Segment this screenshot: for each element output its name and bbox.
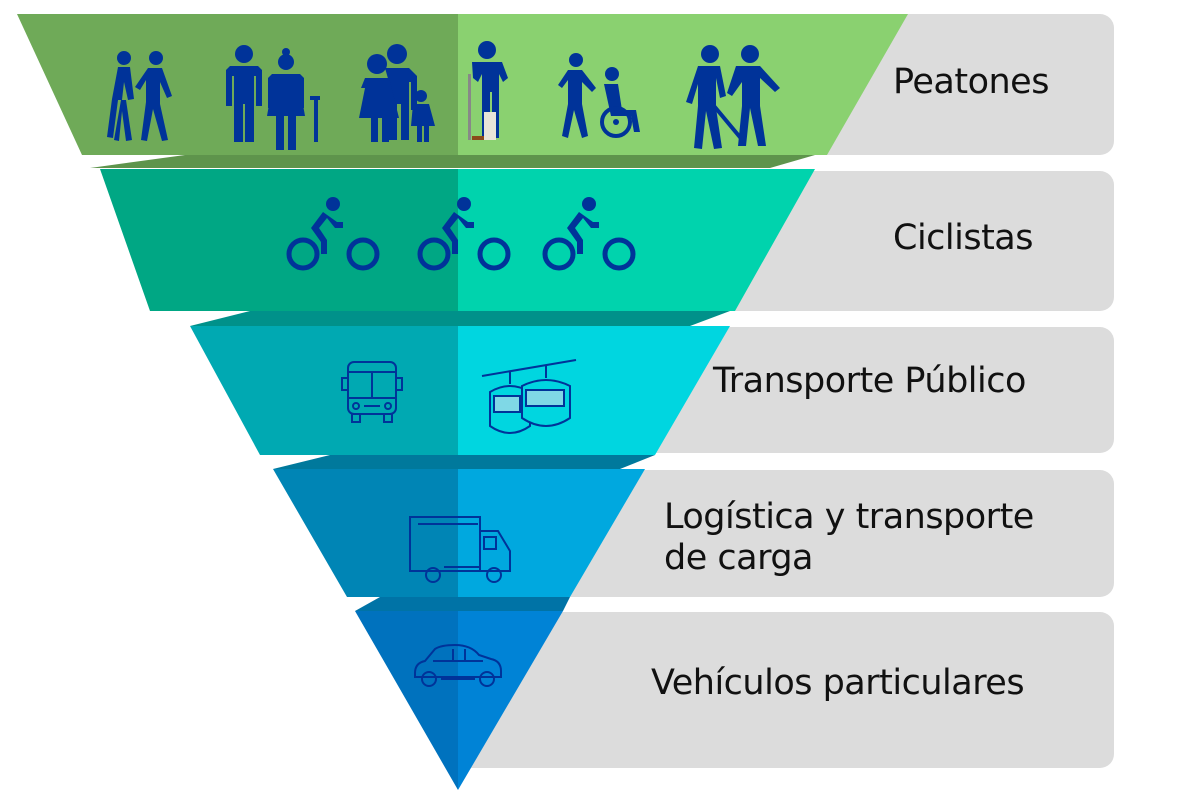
- level-1-band: [90, 155, 815, 168]
- level-label-vehiculos: Vehículos particulares: [651, 663, 1025, 703]
- cyclist-icon: [542, 197, 636, 271]
- level-label-peatones: Peatones: [893, 62, 1049, 102]
- truck-icon: [409, 516, 511, 583]
- level-3-left: [190, 326, 458, 455]
- level-4-logistica: [273, 469, 645, 611]
- level-4-left: [273, 469, 458, 597]
- level-2-left: [100, 169, 458, 311]
- level-label-logistica-line2: de carga: [664, 538, 814, 578]
- level-label-logistica-line1: Logística y transporte: [664, 497, 1034, 537]
- cyclist-icon: [417, 197, 511, 271]
- level-4-right: [458, 469, 645, 597]
- family-icon: [359, 44, 435, 142]
- level-5-left: [355, 611, 458, 790]
- level-label-ciclistas: Ciclistas: [893, 218, 1034, 258]
- level-3-transporte-publico: [190, 326, 730, 469]
- cyclist-icon: [286, 197, 380, 271]
- level-2-ciclistas: [100, 169, 815, 326]
- level-label-transporte-publico: Transporte Público: [713, 361, 1026, 401]
- car-icon: [414, 643, 502, 687]
- level-1-right: [458, 14, 908, 155]
- level-3-band: [273, 455, 655, 469]
- level-2-band: [190, 311, 730, 326]
- level-4-band: [355, 597, 570, 611]
- crutches-person-icon: [468, 41, 508, 140]
- level-5-right: [458, 611, 563, 790]
- level-5-vehiculos: [355, 611, 563, 790]
- elderly-couple-icon: [226, 45, 320, 150]
- cable-car-icon: [481, 359, 577, 434]
- walking-couple-icon: [107, 51, 172, 141]
- level-2-right: [458, 169, 815, 311]
- wheelchair-assist-icon: [558, 53, 640, 138]
- blind-guide-icon: [686, 45, 780, 149]
- level-box-vehiculos: [440, 612, 1114, 768]
- bus-icon: [341, 361, 403, 423]
